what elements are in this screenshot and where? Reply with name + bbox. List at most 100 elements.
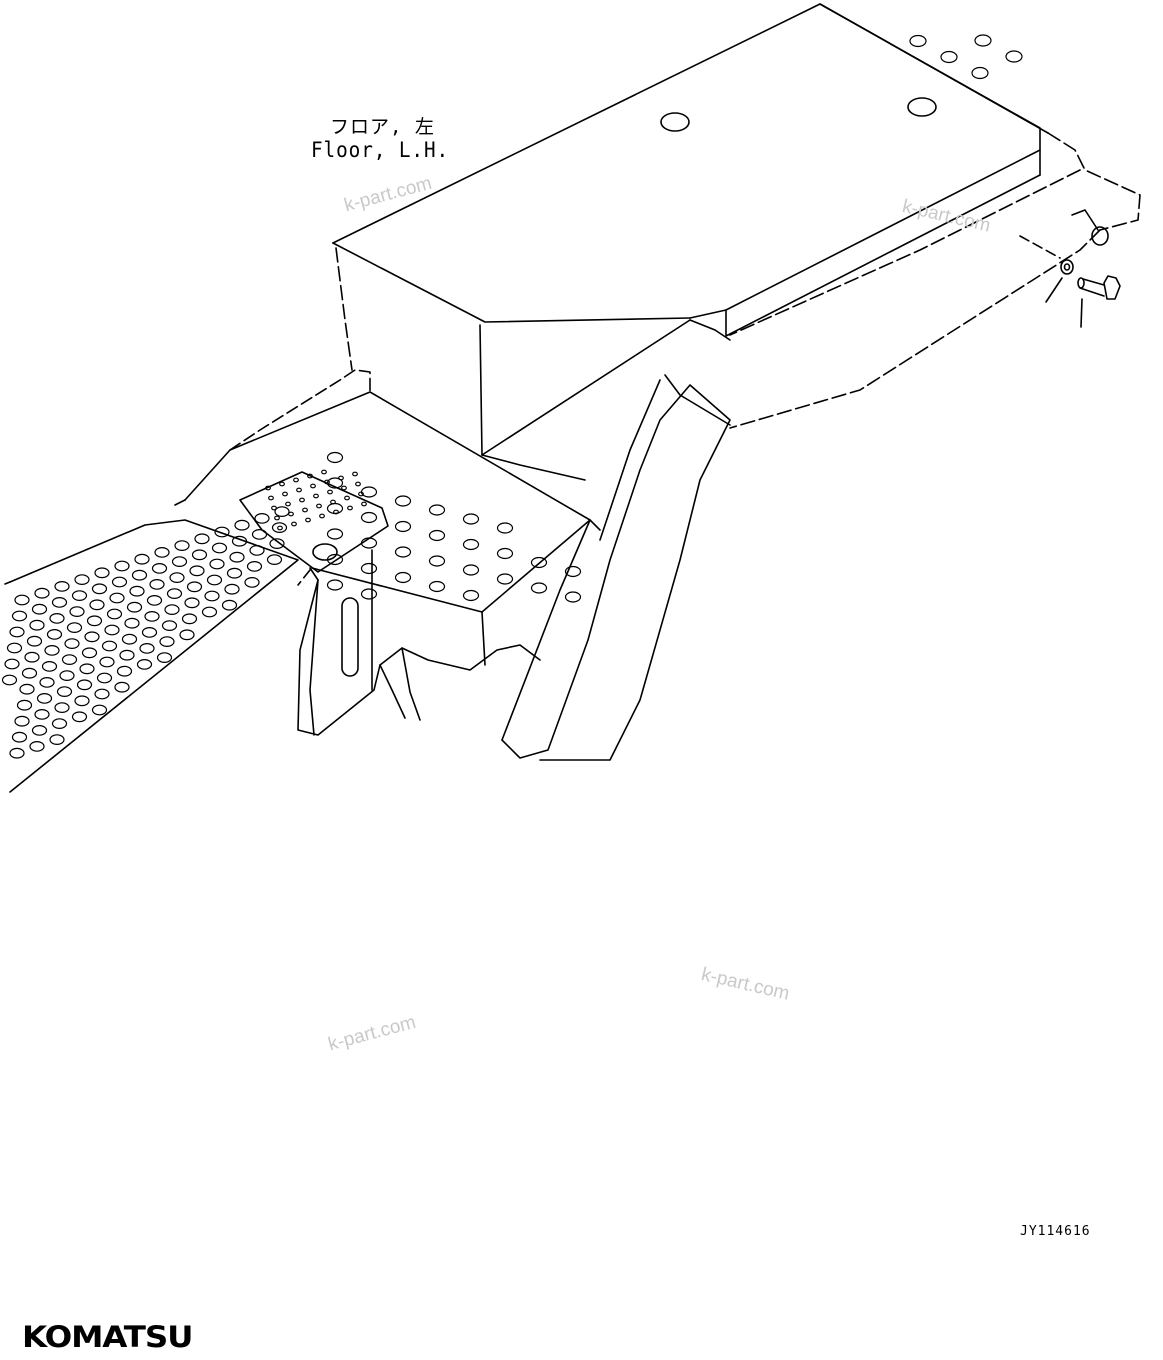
- perforation-hole: [1, 674, 18, 686]
- perforation-hole: [249, 545, 265, 556]
- perforation-hole: [265, 485, 271, 491]
- perforation-hole: [9, 626, 25, 638]
- perforation-hole: [268, 495, 274, 501]
- perforation-hole: [530, 556, 548, 569]
- perforation-hole: [121, 633, 138, 645]
- perforation-hole: [174, 540, 190, 551]
- perforation-hole: [206, 574, 223, 586]
- perforation-hole: [360, 486, 378, 498]
- perforation-hole: [564, 565, 582, 578]
- perforation-hole: [134, 553, 150, 565]
- perforation-hole: [326, 579, 344, 591]
- perforation-hole: [64, 638, 80, 649]
- perforation-hole: [428, 555, 446, 567]
- perforation-hole: [394, 571, 412, 584]
- perforation-hole: [119, 649, 135, 661]
- perforation-hole: [76, 679, 93, 691]
- perforation-hole: [971, 66, 989, 80]
- perforation-hole: [99, 656, 115, 668]
- perforation-hole: [313, 493, 319, 499]
- perforation-hole: [79, 663, 95, 675]
- lower-step-plate: [174, 369, 601, 666]
- perforation-hole: [394, 495, 412, 507]
- perforation-hole: [6, 642, 23, 654]
- perforation-hole: [293, 477, 299, 483]
- perforation-hole: [291, 521, 297, 527]
- perforation-hole: [51, 597, 68, 608]
- perforation-hole: [326, 553, 344, 566]
- perforation-hole: [360, 537, 378, 549]
- perforation-hole: [146, 595, 163, 606]
- perforation-hole: [29, 741, 45, 752]
- funnel-panel: [479, 319, 731, 481]
- perforation-hole: [360, 588, 378, 600]
- perforation-hole: [34, 709, 50, 720]
- perforation-hole: [124, 617, 140, 629]
- perforation-hole: [305, 517, 311, 523]
- perforation-hole: [266, 554, 283, 565]
- perforation-hole: [326, 502, 344, 515]
- perforation-hole: [56, 686, 73, 697]
- perforation-hole: [104, 624, 120, 636]
- perforation-hole: [181, 613, 198, 625]
- perforation-hole: [94, 688, 110, 700]
- perforation-hole: [428, 580, 446, 593]
- perforation-hole: [51, 718, 68, 729]
- perforation-hole: [49, 613, 65, 624]
- perforation-hole: [428, 504, 446, 516]
- perforation-hole: [49, 734, 65, 745]
- perforation-hole: [285, 501, 291, 507]
- perforation-hole: [496, 522, 514, 534]
- perforation-hole: [154, 547, 170, 558]
- perforation-hole: [234, 519, 250, 531]
- perforation-hole: [496, 547, 514, 560]
- perforation-hole: [352, 471, 358, 477]
- perforation-hole: [341, 485, 347, 491]
- perforation-hole: [333, 509, 339, 515]
- komatsu-logo: KOMATSU: [22, 1320, 193, 1354]
- perforation-hole: [74, 695, 90, 707]
- perforation-hole: [288, 511, 294, 517]
- perforation-hole: [106, 608, 123, 620]
- perforation-hole: [347, 505, 353, 511]
- perforation-hole: [139, 643, 155, 654]
- perforation-hole: [31, 725, 48, 736]
- perforation-hole: [109, 592, 125, 604]
- perforation-hole: [462, 513, 480, 525]
- perforation-hole: [169, 572, 185, 583]
- perforation-hole: [1005, 50, 1023, 63]
- perforation-hole: [564, 591, 582, 603]
- hardware-bolt: [1019, 235, 1121, 328]
- perforation-hole: [338, 475, 344, 481]
- perforation-hole: [358, 491, 364, 497]
- perforation-hole: [324, 479, 330, 485]
- perforation-hole: [194, 533, 210, 545]
- perforation-hole: [114, 681, 130, 693]
- perforation-hole: [186, 581, 203, 593]
- perforation-hole: [316, 503, 322, 509]
- perforation-hole: [231, 535, 248, 547]
- perforation-hole: [116, 665, 133, 677]
- perforation-hole: [254, 513, 270, 524]
- perforation-hole: [166, 588, 183, 599]
- perforation-hole: [360, 511, 378, 524]
- perforation-hole: [211, 542, 228, 554]
- perforation-hole: [319, 513, 325, 519]
- perforation-hole: [54, 581, 70, 592]
- perforation-hole: [277, 525, 283, 531]
- perforation-hole: [91, 704, 108, 716]
- perforation-hole: [54, 702, 70, 713]
- perforation-hole: [81, 647, 98, 659]
- perforation-hole: [462, 538, 480, 551]
- perforation-hole: [61, 654, 78, 665]
- perforation-hole: [4, 658, 20, 670]
- perforation-hole: [21, 667, 38, 679]
- perforation-hole: [149, 579, 165, 590]
- perforation-hole: [251, 529, 268, 540]
- perforation-hole: [246, 561, 263, 572]
- perforation-hole: [74, 574, 90, 585]
- perforation-hole: [530, 582, 548, 594]
- perforation-hole: [360, 562, 378, 575]
- perforation-hole: [144, 611, 160, 622]
